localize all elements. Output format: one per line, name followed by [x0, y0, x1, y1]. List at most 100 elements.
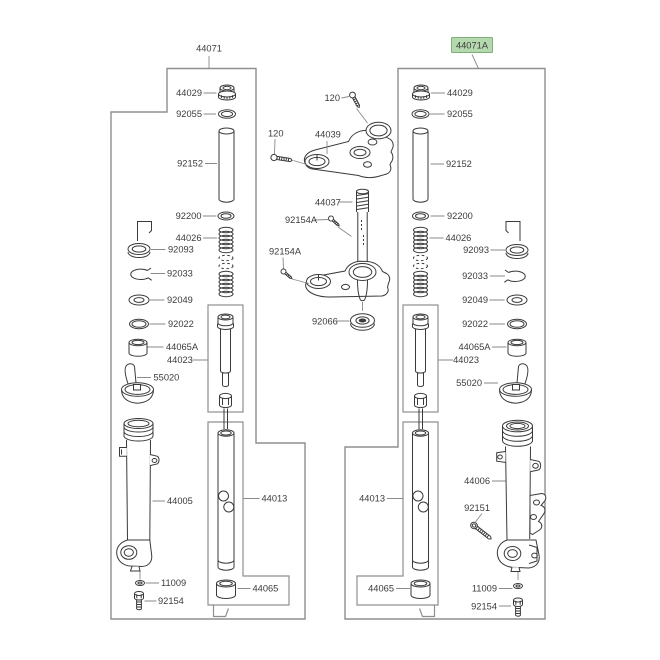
inner-tube-subbox-right — [356, 421, 439, 606]
outer-tube-right-drawing — [496, 419, 547, 580]
part-label-92200-left: 92200 — [176, 211, 202, 221]
fork-spring-left-drawing — [218, 226, 234, 298]
continuation-tab-left — [212, 605, 230, 618]
assembly-boxes — [110, 67, 546, 620]
fork-cap-bolt-right-drawing — [412, 84, 430, 101]
oil-seal-right-drawing — [506, 294, 528, 306]
part-label-92093-left: 92093 — [168, 245, 194, 255]
leader-lines — [137, 54, 513, 607]
part-label-55020-right: 55020 — [456, 378, 482, 388]
assembly-box-left — [110, 67, 306, 620]
drain-bolt-right-drawing — [513, 597, 523, 617]
part-label-11009-left: 11009 — [161, 578, 186, 588]
part-label-92152-left: 92152 — [177, 159, 203, 169]
part-label-92022-left: 92022 — [168, 319, 194, 329]
clamp-bolt-left-drawing — [270, 153, 293, 163]
damper-subbox-right — [402, 304, 439, 413]
snap-ring-left-drawing — [130, 267, 153, 281]
upper-bracket-drawing — [303, 121, 394, 179]
part-label-44029-right: 44029 — [447, 88, 473, 98]
seal-stopper-left-drawing — [137, 221, 152, 242]
part-label-44037: 44037 — [315, 198, 341, 208]
right-fork-parts — [410, 84, 547, 617]
dust-seal-left-drawing — [127, 243, 151, 258]
assembly-box-right — [344, 67, 546, 620]
left-fork-parts — [116, 84, 236, 611]
part-label-92154A-lower: 92154A — [269, 247, 302, 257]
stem-base-cap-drawing — [350, 313, 375, 331]
inner-tube-subbox-left — [207, 421, 290, 606]
part-label-44006: 44006 — [464, 476, 490, 486]
washer-ring-right-drawing — [507, 318, 527, 330]
snap-ring-right-drawing — [503, 269, 526, 283]
clamp-bolt-top-drawing — [349, 91, 361, 109]
pinch-screw-lower-drawing — [280, 268, 293, 280]
part-label-92055-left: 92055 — [176, 109, 202, 119]
part-label-92093-right: 92093 — [463, 245, 489, 255]
washer-right-drawing — [513, 583, 523, 589]
part-label-11009-right: 11009 — [472, 584, 497, 594]
part-label-92049-right: 92049 — [462, 295, 488, 305]
part-label-120-left: 120 — [268, 129, 284, 139]
continuation-tab-right — [418, 605, 436, 618]
fork-cap-bolt-left-drawing — [218, 84, 236, 101]
oil-seal-left-drawing — [128, 294, 150, 306]
guide-bushing-left-drawing — [128, 338, 148, 357]
washer-left-drawing — [135, 580, 145, 586]
washer-ring-left-drawing — [129, 318, 149, 330]
part-label-92200-right: 92200 — [447, 211, 473, 221]
fork-guard-right-drawing — [499, 363, 532, 404]
drain-bolt-left-drawing — [134, 591, 144, 611]
part-label-44029-left: 44029 — [176, 88, 202, 98]
steering-stem-drawing — [356, 188, 369, 265]
seal-stopper-right-drawing — [505, 221, 521, 242]
part-label-92066: 92066 — [312, 317, 338, 327]
pinch-screw-upper-drawing — [328, 215, 340, 227]
part-label-44013-right: 44013 — [359, 494, 385, 504]
part-label-55020-left: 55020 — [154, 373, 180, 383]
part-label-92022-right: 92022 — [462, 319, 488, 329]
part-label-44026-left: 44026 — [176, 233, 202, 243]
part-label-44026-right: 44026 — [446, 233, 472, 243]
part-label-44023-right: 44023 — [453, 355, 479, 365]
ring-left-drawing — [217, 211, 235, 221]
fork-guard-left-drawing — [121, 363, 154, 404]
fork-spring-right-drawing — [413, 226, 428, 298]
o-ring-left-drawing — [218, 109, 236, 119]
ring-right-drawing — [412, 211, 429, 221]
labels: 44071 44071A 44029 92055 92152 92200 440… — [154, 37, 497, 612]
o-ring-right-drawing — [411, 109, 430, 119]
part-label-92154-left: 92154 — [158, 596, 184, 606]
damper-subbox-left — [207, 304, 244, 413]
assembly-label-right[interactable]: 44071A — [456, 41, 489, 51]
part-label-92154-right: 92154 — [471, 602, 497, 612]
collar-right-drawing — [412, 127, 429, 203]
part-label-44065A-left: 44065A — [166, 342, 199, 352]
part-label-44013-left: 44013 — [262, 494, 288, 504]
guide-bushing-right-drawing — [507, 338, 527, 357]
inner-tube-left-drawing — [217, 429, 235, 571]
part-label-92033-left: 92033 — [167, 269, 193, 279]
part-label-44023-left: 44023 — [167, 355, 193, 365]
dust-seal-right-drawing — [505, 244, 529, 259]
outer-tube-left-drawing — [116, 418, 160, 580]
part-label-92055-right: 92055 — [447, 109, 473, 119]
assembly-label-right-highlight[interactable] — [451, 37, 493, 53]
part-label-92033-right: 92033 — [462, 271, 488, 281]
part-label-92152-right: 92152 — [446, 159, 472, 169]
slide-bushing-right-drawing — [410, 579, 431, 599]
steering-stem-parts — [270, 91, 394, 331]
part-label-44039: 44039 — [315, 130, 341, 140]
collar-left-drawing — [218, 127, 235, 203]
lower-bracket-drawing — [305, 260, 391, 311]
part-label-44065A-right: 44065A — [458, 342, 491, 352]
part-label-44005: 44005 — [167, 496, 193, 506]
part-label-92151: 92151 — [464, 503, 490, 513]
inner-tube-right-drawing — [412, 429, 429, 571]
part-label-44065-left: 44065 — [253, 584, 279, 594]
part-label-120-top: 120 — [324, 93, 340, 103]
assembly-label-left[interactable]: 44071 — [196, 44, 222, 54]
part-label-92049-left: 92049 — [167, 295, 193, 305]
